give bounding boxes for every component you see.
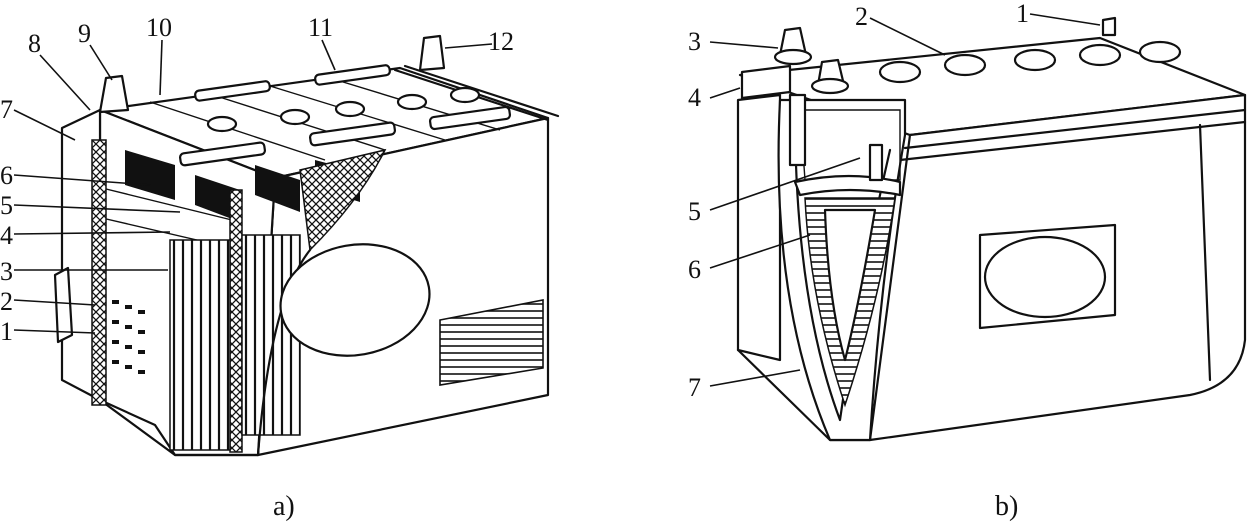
caption-b: b) bbox=[995, 491, 1018, 522]
label-a-5: 5 bbox=[0, 191, 13, 220]
label-a-2: 2 bbox=[0, 287, 13, 316]
label-b-7: 7 bbox=[688, 373, 701, 402]
label-a-6: 6 bbox=[0, 161, 13, 190]
label-a-7: 7 bbox=[0, 95, 13, 124]
label-b-1: 1 bbox=[1016, 0, 1029, 28]
label-b-4: 4 bbox=[688, 83, 701, 112]
label-a-9: 9 bbox=[78, 19, 91, 48]
label-b-6: 6 bbox=[688, 255, 701, 284]
label-a-11: 11 bbox=[308, 13, 333, 42]
labels-a: 1 2 3 4 5 6 7 8 9 10 11 12 a) bbox=[0, 13, 514, 522]
caption-a: a) bbox=[273, 491, 295, 522]
labels-b: 1 2 3 4 5 6 7 b) bbox=[688, 0, 1029, 522]
label-a-12: 12 bbox=[488, 27, 514, 56]
label-a-4: 4 bbox=[0, 221, 13, 250]
battery-b-drawing bbox=[736, 16, 1247, 442]
label-b-3: 3 bbox=[688, 27, 701, 56]
label-b-2: 2 bbox=[855, 2, 868, 31]
label-a-3: 3 bbox=[0, 257, 13, 286]
battery-a-drawing bbox=[53, 34, 560, 457]
leader-lines-b bbox=[709, 13, 1101, 387]
label-b-5: 5 bbox=[688, 197, 701, 226]
label-a-1: 1 bbox=[0, 317, 13, 346]
leader-lines-a bbox=[13, 39, 493, 334]
label-a-10: 10 bbox=[146, 13, 172, 42]
label-a-8: 8 bbox=[28, 29, 41, 58]
